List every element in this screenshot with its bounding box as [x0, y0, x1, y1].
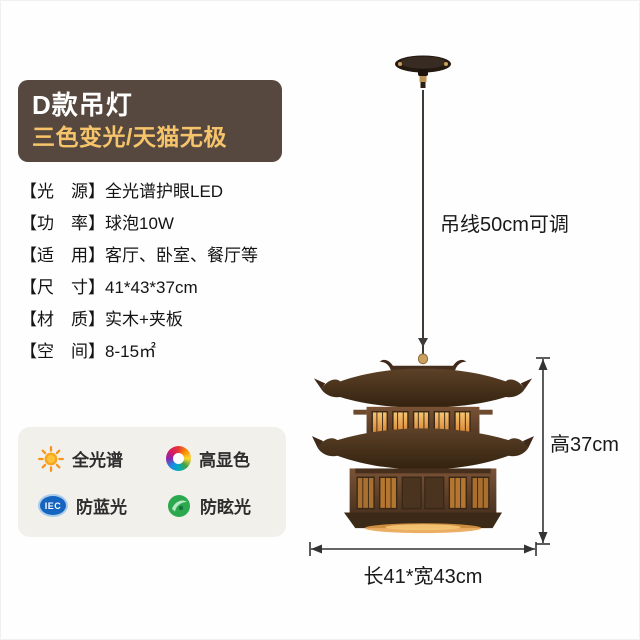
height-annotation: 高37cm: [550, 434, 619, 456]
iec-badge-icon: IEC: [38, 494, 68, 517]
color-wheel-icon: [166, 446, 191, 471]
feature-label: 高显色: [199, 451, 250, 470]
wire-length-annotation: 吊线50cm可调: [440, 214, 569, 236]
spec-row: 【适 用】客厅、卧室、餐厅等: [20, 240, 258, 272]
spec-row: 【光 源】全光谱护眼LED: [20, 176, 258, 208]
feature-label: 防眩光: [200, 498, 251, 517]
feature-item: 防眩光: [152, 482, 280, 529]
spec-row: 【材 质】实木+夹板: [20, 304, 258, 336]
feature-label: 全光谱: [72, 451, 123, 470]
spec-label: 【材 质】: [20, 310, 105, 329]
feature-item: 高显色: [152, 435, 280, 482]
badge-title: D款吊灯: [32, 90, 133, 120]
spec-value: 8-15㎡: [105, 342, 157, 361]
spec-value: 全光谱护眼LED: [105, 182, 224, 201]
anti-glare-icon: [166, 493, 192, 519]
spec-value: 实木+夹板: [105, 310, 183, 329]
spec-label: 【空 间】: [20, 342, 105, 361]
feature-item: IEC 防蓝光: [24, 482, 152, 529]
spec-value: 客厅、卧室、餐厅等: [105, 246, 258, 265]
spec-value: 球泡10W: [105, 214, 174, 233]
spec-label: 【尺 寸】: [20, 278, 105, 297]
height-dimension-arrow: [534, 356, 552, 551]
ceiling-canopy: [393, 54, 453, 99]
spec-value: 41*43*37cm: [105, 278, 198, 297]
spec-label: 【光 源】: [20, 182, 105, 201]
spec-label: 【适 用】: [20, 246, 105, 265]
lamp-wire: [422, 90, 424, 358]
pendant-lamp-illustration: [312, 352, 534, 541]
feature-item: 全光谱: [24, 435, 152, 482]
sun-icon: [38, 445, 64, 472]
footprint-annotation: 长41*宽43cm: [363, 566, 483, 588]
width-dimension-arrow: [308, 540, 538, 563]
wire-arrow-icon: [418, 338, 428, 347]
spec-row: 【功 率】球泡10W: [20, 208, 258, 240]
badge-subtitle: 三色变光/天猫无极: [32, 124, 227, 150]
feature-label: 防蓝光: [76, 498, 127, 517]
spec-list: 【光 源】全光谱护眼LED 【功 率】球泡10W 【适 用】客厅、卧室、餐厅等 …: [20, 176, 258, 368]
spec-row: 【尺 寸】41*43*37cm: [20, 272, 258, 304]
spec-row: 【空 间】8-15㎡: [20, 336, 258, 368]
spec-label: 【功 率】: [20, 214, 105, 233]
product-badge: D款吊灯 三色变光/天猫无极: [18, 80, 282, 162]
feature-box: 全光谱 高显色 IEC 防蓝光 防眩光: [18, 427, 286, 537]
